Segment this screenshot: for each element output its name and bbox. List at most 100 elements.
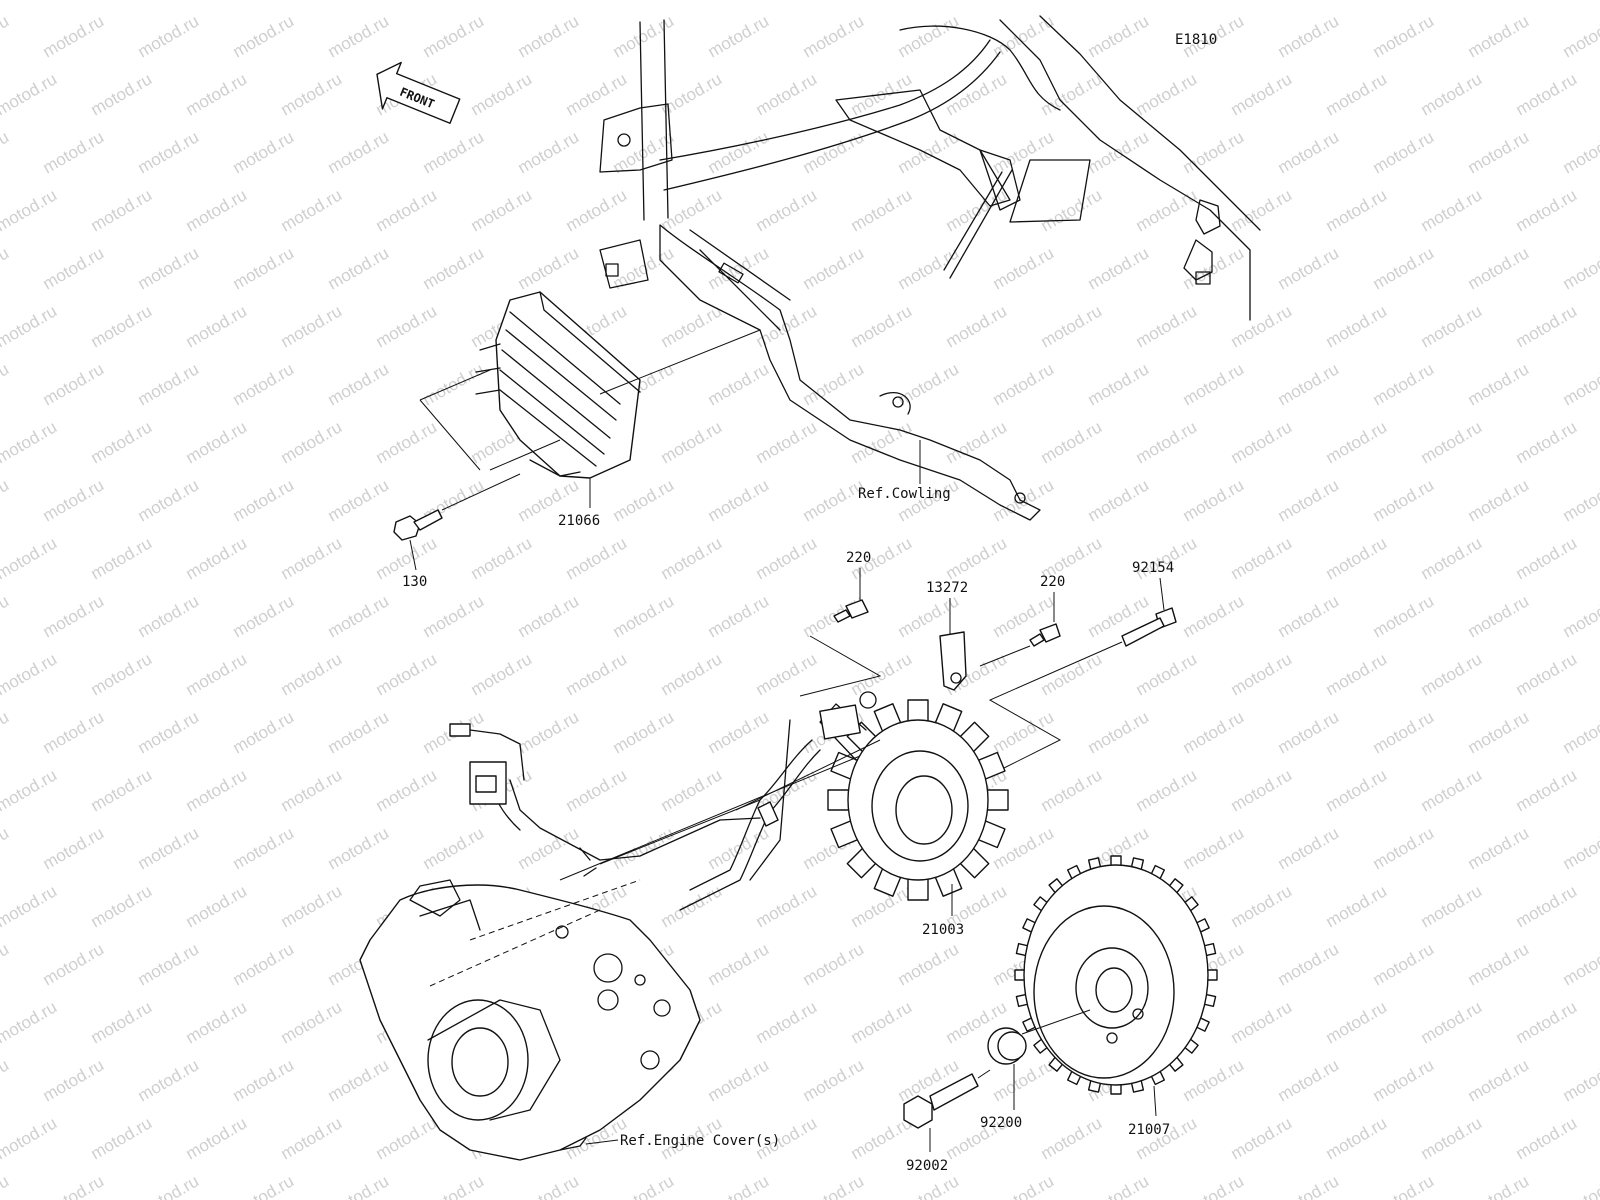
- watermark-text: motod.ru: [563, 185, 631, 235]
- watermark-text: motod.ru: [1323, 69, 1391, 119]
- watermark-text: motod.ru: [848, 997, 916, 1047]
- watermark-text: motod.ru: [1560, 359, 1600, 409]
- watermark-text: motod.ru: [1085, 1171, 1153, 1200]
- watermark-text: motod.ru: [705, 359, 773, 409]
- watermark-text: motod.ru: [183, 417, 251, 467]
- watermark-text: motod.ru: [563, 0, 631, 3]
- watermark-text: motod.ru: [183, 301, 251, 351]
- watermark-text: motod.ru: [610, 707, 678, 757]
- watermark-text: motod.ru: [1228, 1113, 1296, 1163]
- wire-harness-icon: [449, 719, 821, 911]
- watermark-text: motod.ru: [753, 881, 821, 931]
- watermark-text: motod.ru: [1038, 301, 1106, 351]
- watermark-text: motod.ru: [610, 591, 678, 641]
- watermark-text: motod.ru: [1560, 1055, 1600, 1105]
- watermark-text: motod.ru: [420, 591, 488, 641]
- watermark-text: motod.ru: [1228, 69, 1296, 119]
- watermark-text: motod.ru: [230, 1171, 298, 1200]
- regulator-rectifier-icon: [419, 291, 761, 479]
- watermark-text: motod.ru: [420, 243, 488, 293]
- watermark-text: motod.ru: [1418, 417, 1486, 467]
- watermark-text: motod.ru: [0, 0, 60, 3]
- watermark-text: motod.ru: [753, 301, 821, 351]
- watermark-text: motod.ru: [990, 359, 1058, 409]
- watermark-text: motod.ru: [468, 649, 536, 699]
- watermark-text: motod.ru: [1180, 707, 1248, 757]
- watermark-text: motod.ru: [420, 127, 488, 177]
- watermark-text: motod.ru: [515, 591, 583, 641]
- watermark-text: motod.ru: [1275, 707, 1343, 757]
- watermark-text: motod.ru: [0, 1171, 12, 1200]
- watermark-text: motod.ru: [1465, 591, 1533, 641]
- watermark-text: motod.ru: [183, 649, 251, 699]
- watermark-text: motod.ru: [610, 823, 678, 873]
- screw-220-b-icon: [1029, 623, 1061, 647]
- watermark-text: motod.ru: [1513, 1113, 1581, 1163]
- watermark-text: motod.ru: [0, 301, 60, 351]
- watermark-text: motod.ru: [420, 11, 488, 61]
- watermark-text: motod.ru: [88, 1113, 156, 1163]
- watermark-text: motod.ru: [0, 11, 12, 61]
- watermark-text: motod.ru: [705, 127, 773, 177]
- watermark-text: motod.ru: [1418, 185, 1486, 235]
- watermark-text: motod.ru: [0, 359, 12, 409]
- watermark-text: motod.ru: [1370, 823, 1438, 873]
- diagram-code: E1810: [1175, 32, 1217, 48]
- watermark-text: motod.ru: [1370, 1171, 1438, 1200]
- watermark-text: motod.ru: [1370, 127, 1438, 177]
- bolt-92154-icon: [1121, 607, 1177, 647]
- watermark-text: motod.ru: [800, 11, 868, 61]
- watermark-text: motod.ru: [230, 11, 298, 61]
- watermark-text: motod.ru: [1560, 475, 1600, 525]
- watermark-text: motod.ru: [1465, 475, 1533, 525]
- watermark-text: motod.ru: [753, 997, 821, 1047]
- watermark-text: motod.ru: [1228, 649, 1296, 699]
- watermark-text: motod.ru: [373, 417, 441, 467]
- watermark-text: motod.ru: [1513, 0, 1581, 3]
- watermark-text: motod.ru: [278, 765, 346, 815]
- watermark-text: motod.ru: [1560, 939, 1600, 989]
- watermark-text: motod.ru: [135, 1171, 203, 1200]
- watermark-text: motod.ru: [800, 243, 868, 293]
- watermark-text: motod.ru: [895, 243, 963, 293]
- watermark-text: motod.ru: [1370, 1055, 1438, 1105]
- watermark-text: motod.ru: [610, 1171, 678, 1200]
- watermark-text: motod.ru: [1418, 533, 1486, 583]
- watermark-text: motod.ru: [943, 533, 1011, 583]
- watermark-text: motod.ru: [0, 1113, 60, 1163]
- watermark-text: motod.ru: [420, 1171, 488, 1200]
- clamp-13272-icon: [939, 631, 967, 691]
- frame-icon: [599, 15, 1261, 521]
- watermark-text: motod.ru: [1418, 881, 1486, 931]
- front-arrow-icon: FRONT: [376, 61, 461, 124]
- watermark-text: motod.ru: [705, 591, 773, 641]
- watermark-text: motod.ru: [1133, 301, 1201, 351]
- watermark-text: motod.ru: [373, 301, 441, 351]
- watermark-text: motod.ru: [40, 1171, 108, 1200]
- watermark-text: motod.ru: [373, 0, 441, 3]
- watermark-text: motod.ru: [1085, 243, 1153, 293]
- watermark-text: motod.ru: [230, 1055, 298, 1105]
- watermark-text: motod.ru: [515, 1171, 583, 1200]
- watermark-text: motod.ru: [325, 591, 393, 641]
- watermark-text: motod.ru: [1513, 185, 1581, 235]
- watermark-text: motod.ru: [658, 69, 726, 119]
- watermark-text: motod.ru: [1275, 939, 1343, 989]
- watermark-text: motod.ru: [1418, 997, 1486, 1047]
- label-ref-engine-cover: Ref.Engine Cover(s): [620, 1133, 780, 1149]
- bolt-130-icon: [393, 473, 521, 541]
- watermark-text: motod.ru: [135, 127, 203, 177]
- watermark-text: motod.ru: [0, 185, 60, 235]
- watermark-text: motod.ru: [325, 475, 393, 525]
- watermark-text: motod.ru: [1370, 475, 1438, 525]
- watermark-text: motod.ru: [1560, 591, 1600, 641]
- watermark-text: motod.ru: [1133, 1113, 1201, 1163]
- watermark-text: motod.ru: [1228, 417, 1296, 467]
- label-21007: 21007: [1128, 1122, 1170, 1138]
- watermark-text: motod.ru: [40, 475, 108, 525]
- watermark-text: motod.ru: [278, 649, 346, 699]
- watermark-text: motod.ru: [230, 127, 298, 177]
- watermark-text: motod.ru: [658, 0, 726, 3]
- watermark-text: motod.ru: [800, 475, 868, 525]
